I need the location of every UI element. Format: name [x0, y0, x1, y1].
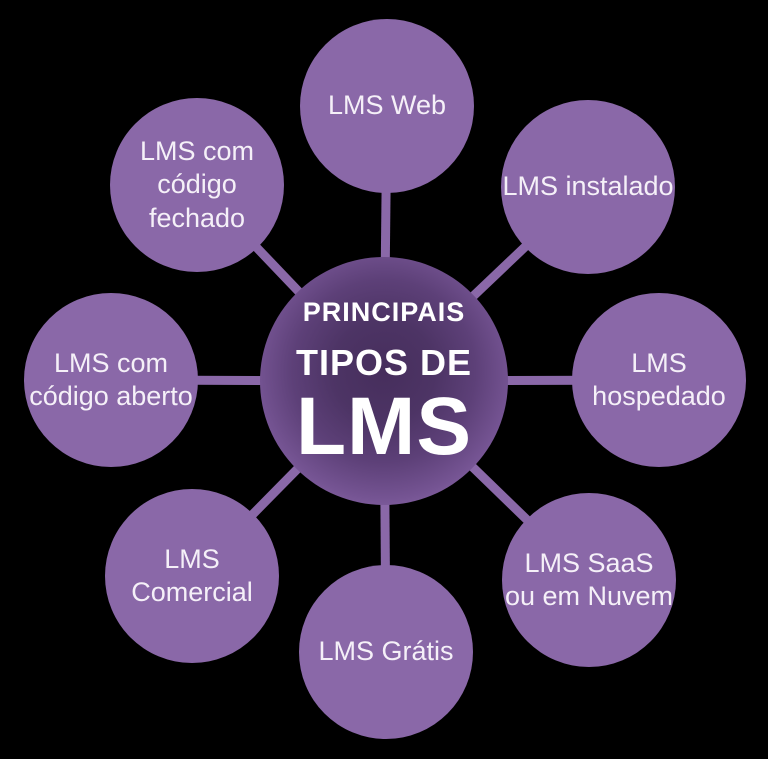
center-title-line1: PRINCIPAIS: [302, 297, 466, 327]
node-label-lms-codigo-aberto: LMS com código aberto: [29, 347, 193, 411]
node-label-lms-saas-nuvem: LMS SaaS ou em Nuvem: [504, 547, 674, 611]
center-node: PRINCIPAIS TIPOS DE LMS: [260, 257, 508, 505]
node-lms-hospedado: LMS hospedado: [572, 293, 746, 467]
node-label-lms-instalado: LMS instalado: [502, 171, 674, 202]
node-lms-codigo-fechado: LMS com código fechado: [110, 98, 284, 272]
node-label-lms-web: LMS Web: [327, 90, 447, 121]
node-lms-codigo-aberto: LMS com código aberto: [24, 293, 198, 467]
node-lms-instalado: LMS instalado: [501, 100, 675, 274]
center-title-line3: LMS: [295, 381, 473, 472]
node-lms-comercial: LMS Comercial: [105, 489, 279, 663]
node-lms-gratis: LMS Grátis: [299, 565, 473, 739]
node-label-lms-hospedado: LMS hospedado: [592, 347, 726, 411]
node-label-lms-codigo-fechado: LMS com código fechado: [139, 135, 255, 233]
node-label-lms-gratis: LMS Grátis: [318, 636, 454, 667]
node-lms-web: LMS Web: [300, 19, 474, 193]
center-title-line2: TIPOS DE: [295, 342, 473, 383]
node-label-lms-comercial: LMS Comercial: [131, 543, 253, 607]
node-lms-saas-nuvem: LMS SaaS ou em Nuvem: [502, 493, 676, 667]
